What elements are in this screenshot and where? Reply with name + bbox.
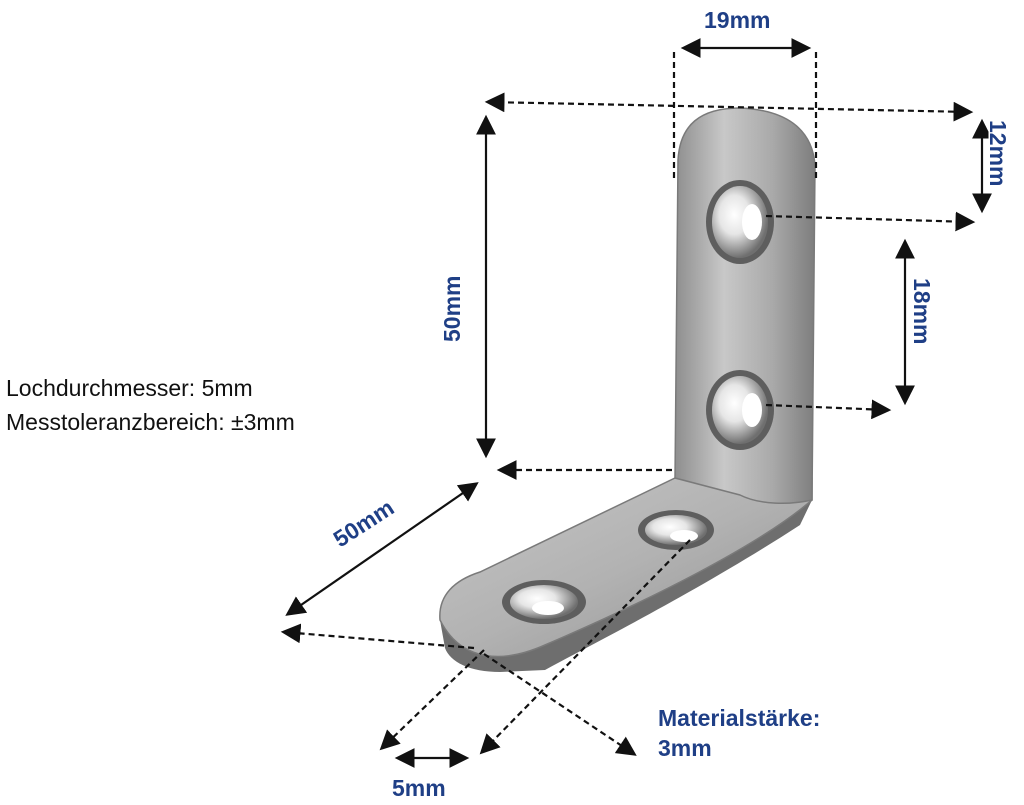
dim-label-5mm: 5mm (392, 775, 446, 801)
dim-label-50mm-vertical: 50mm (439, 276, 465, 342)
hole-middle (706, 370, 774, 450)
angle-bracket (439, 107, 816, 672)
ext-line-12mm-hole (765, 211, 976, 232)
dim-line-50mm-depth (285, 482, 479, 616)
dim-label-18mm: 18mm (909, 278, 935, 344)
note-hole-diameter: Lochdurchmesser: 5mm (6, 375, 253, 401)
dim-line-top-reference (484, 92, 974, 122)
note-tolerance: Messtoleranzbereich: ±3mm (6, 409, 295, 435)
hole-lower-right (638, 510, 714, 550)
dim-label-50mm-depth: 50mm (329, 494, 399, 552)
bracket-horizontal-leg (439, 477, 813, 658)
ext-line-18mm-hole (765, 399, 892, 420)
material-label: Materialstärke: (658, 705, 821, 731)
dim-label-19mm: 19mm (704, 7, 770, 33)
material-value: 3mm (658, 735, 712, 761)
dim-line-material (483, 653, 637, 756)
ext-line-5mm-left (379, 649, 485, 751)
dim-label-12mm: 12mm (985, 120, 1011, 186)
ext-line-50mm-depth (280, 623, 475, 650)
hole-top (706, 180, 774, 264)
hole-lower-left (502, 580, 586, 624)
